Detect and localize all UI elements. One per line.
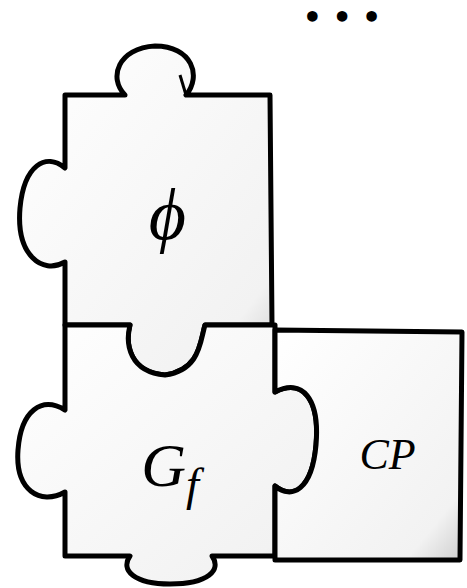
puzzle-piece — [275, 330, 462, 560]
piece-symbol: Gf — [141, 434, 199, 496]
puzzle-piece-label: CP — [320, 400, 455, 510]
knob-crack — [180, 75, 186, 95]
puzzle-piece-label: ϕ — [75, 130, 260, 300]
ellipsis-mark: • • • — [303, 3, 381, 33]
piece-symbol: CP — [359, 433, 415, 477]
piece-symbol: ϕ — [149, 179, 186, 251]
puzzle-piece — [18, 325, 317, 584]
puzzle-piece-label: Gf — [70, 400, 270, 530]
